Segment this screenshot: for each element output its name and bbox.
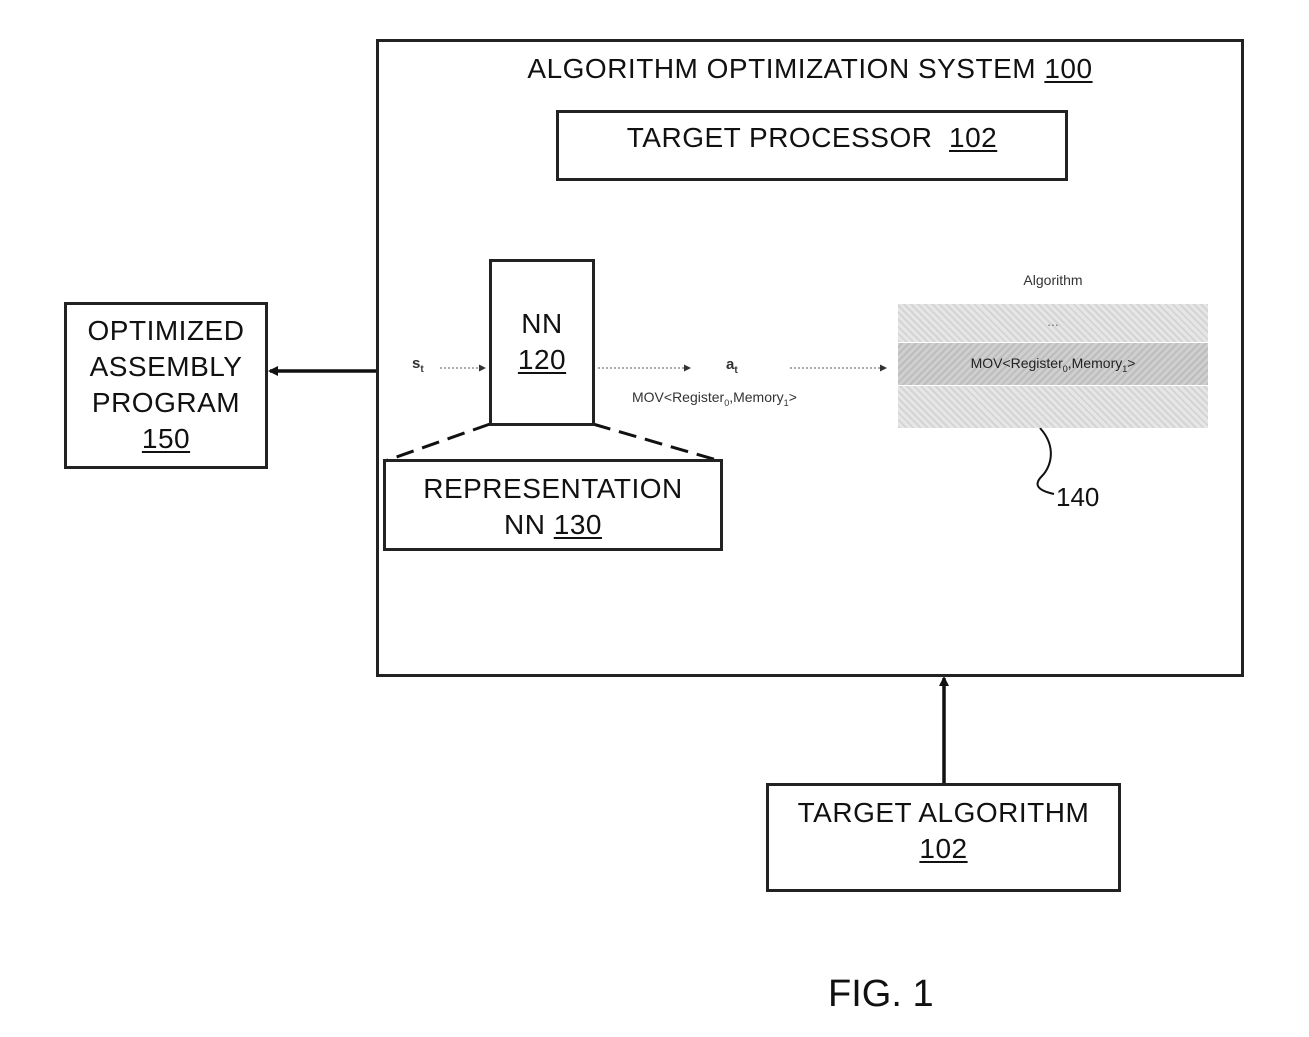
optimized-line3: PROGRAM — [64, 386, 268, 420]
system-title: ALGORITHM OPTIMIZATION SYSTEM 100 — [376, 52, 1244, 86]
optimized-line2: ASSEMBLY — [64, 350, 268, 384]
target-algorithm-title: TARGET ALGORITHM — [766, 796, 1121, 830]
nn-ref: 120 — [489, 343, 595, 377]
algorithm-label: Algorithm — [898, 272, 1208, 289]
algorithm-row-dots: ... — [898, 313, 1208, 330]
target-processor-label: TARGET PROCESSOR 102 — [556, 121, 1068, 155]
nn-title: NN — [489, 307, 595, 341]
representation-ref: 130 — [554, 509, 602, 540]
representation-line1: REPRESENTATION — [383, 472, 723, 506]
state-label: st — [412, 355, 424, 376]
system-ref: 100 — [1044, 53, 1092, 84]
algorithm-row-top: ... — [898, 304, 1208, 342]
algorithm-row-highlighted: MOV<Register0,Memory1> — [898, 343, 1208, 385]
algorithm-row-instruction: MOV<Register0,Memory1> — [898, 355, 1208, 375]
algorithm-ref: 140 — [1056, 482, 1099, 513]
algorithm-row-bottom — [898, 386, 1208, 428]
target-algorithm-ref: 102 — [766, 832, 1121, 866]
target-processor-ref: 102 — [949, 122, 997, 153]
representation-line2: NN 130 — [383, 508, 723, 542]
optimized-ref: 150 — [64, 422, 268, 456]
action-instruction: MOV<Register0,Memory1> — [632, 389, 797, 409]
figure-caption: FIG. 1 — [828, 972, 934, 1018]
optimized-line1: OPTIMIZED — [64, 314, 268, 348]
action-label: at — [726, 356, 738, 377]
